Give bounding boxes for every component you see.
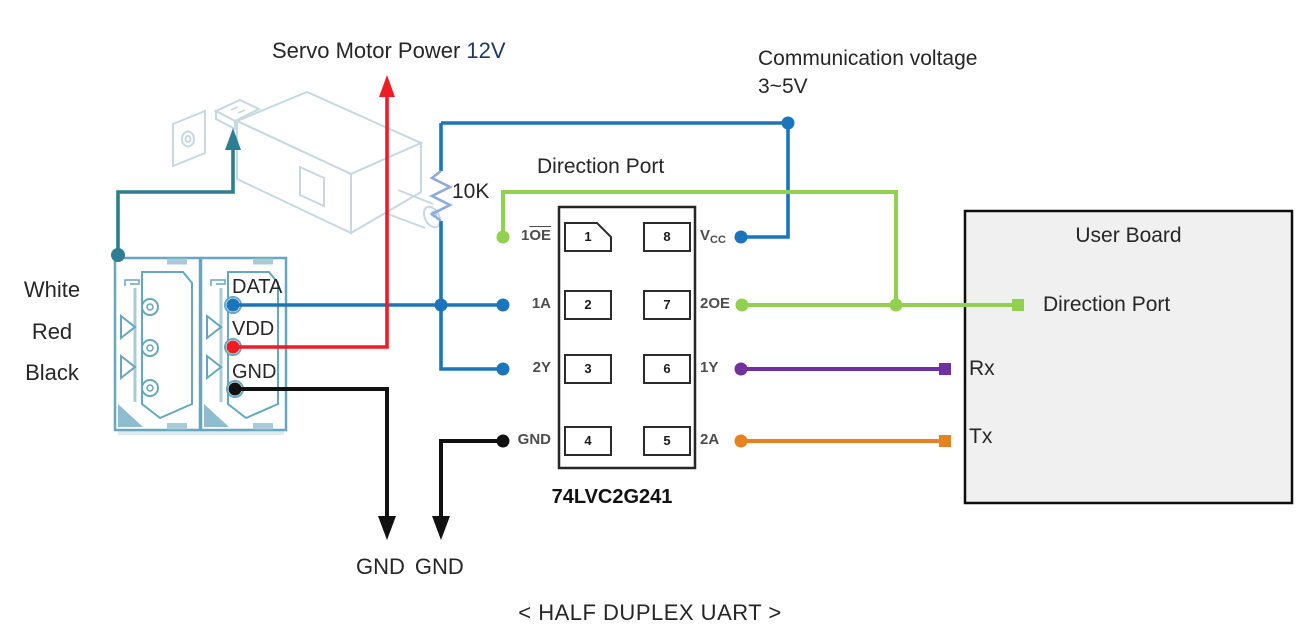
- servo-power-voltage: 12V: [466, 38, 506, 63]
- junction-dot: [735, 298, 749, 312]
- wire-color-red: Red: [31, 319, 73, 344]
- junction-dot: [496, 362, 510, 376]
- diagram-caption: < HALF DUPLEX UART >: [518, 600, 782, 625]
- pin-vcc-sub: CC: [710, 234, 726, 246]
- user-board-port-tx: Tx: [969, 425, 993, 448]
- user-board-box: [963, 209, 1294, 505]
- wire-name-data: DATA: [232, 276, 283, 298]
- chip-pin-label-2y: 2Y: [532, 359, 551, 376]
- servo-power-text: Servo Motor Power: [272, 38, 467, 63]
- gnd-arrow-right: [432, 516, 450, 540]
- data-vcc-pullup-wire: [233, 121, 790, 371]
- direction-port-wire: [501, 190, 1012, 307]
- comm-voltage-line1: Communication voltage: [758, 47, 978, 70]
- servo-power-label: Servo Motor Power 12V: [272, 38, 506, 63]
- pin-box-4: [564, 426, 612, 456]
- junction-dot: [226, 340, 240, 354]
- junction-dot: [434, 298, 448, 312]
- servo-connector-illustration: [113, 256, 288, 435]
- resistor-symbol: [429, 169, 453, 223]
- gnd-gnd-label: GND GND: [356, 554, 464, 579]
- junction-dot: [781, 116, 795, 130]
- pin-vcc-main: V: [700, 227, 711, 244]
- connector-gnd-wire: [235, 387, 389, 517]
- comm-voltage-line2: 3~5V: [758, 75, 808, 98]
- gnd-label-left: GND: [356, 554, 405, 579]
- chip-pin-label-2oe: 2OE: [700, 295, 731, 312]
- junction-dot: [734, 434, 748, 448]
- pin-1oe-prefix: 1: [520, 227, 530, 244]
- pin-number-7: 7: [663, 297, 671, 312]
- pin-box-6: [643, 354, 691, 384]
- direction-port-top-label: Direction Port: [537, 155, 665, 178]
- vdd-power-wire: [233, 96, 389, 349]
- junction-dot: [734, 362, 748, 376]
- wire-name-vdd: VDD: [232, 318, 275, 340]
- chip-pin-label-2a: 2A: [700, 431, 720, 448]
- pin-1oe-overline: OE: [529, 227, 551, 244]
- user-board-port-rx: Rx: [969, 357, 995, 380]
- servo-motor-illustration: [172, 90, 442, 235]
- wire-color-black: Black: [25, 360, 79, 385]
- pin-number-1: 1: [584, 229, 592, 244]
- junction-dot: [496, 230, 510, 244]
- comm-voltage-label: Communication voltage 3~5V: [758, 45, 977, 101]
- pin-box-2: [564, 290, 612, 320]
- chip-pin-label-1a: 1A: [531, 295, 551, 312]
- junction-dot: [496, 434, 510, 448]
- wire-name-gnd: GND: [232, 361, 277, 383]
- pin-box-7: [643, 290, 691, 320]
- pin-number-4: 4: [584, 433, 592, 448]
- terminal-square: [1012, 299, 1024, 311]
- junction-dot: [228, 382, 242, 396]
- junction-dot: [889, 298, 903, 312]
- board-terminal-squares: [939, 299, 1024, 447]
- gnd-label-right: GND: [414, 554, 464, 579]
- servo-signal-wire: [116, 149, 235, 255]
- gnd-arrow-left: [378, 516, 396, 540]
- pin-box-1: [564, 222, 612, 252]
- terminal-square: [939, 363, 951, 375]
- pin-number-6: 6: [663, 361, 671, 376]
- junction-dot: [226, 298, 240, 312]
- chip-gnd-wire: [439, 439, 503, 517]
- chip-pin-label-gnd: GND: [517, 431, 551, 448]
- junction-dots: [111, 116, 903, 448]
- servo-arrow: [225, 128, 241, 150]
- pin-number-5: 5: [663, 433, 671, 448]
- chip-pin-label-1y: 1Y: [700, 359, 719, 376]
- pin-box-8: [643, 222, 691, 252]
- terminal-square: [939, 435, 951, 447]
- chip-pin-label-vcc: VCC: [700, 227, 726, 246]
- pin-box-3: [564, 354, 612, 384]
- pin-number-8: 8: [663, 229, 671, 244]
- junction-dot: [734, 230, 748, 244]
- junction-dot: [496, 298, 510, 312]
- wire-color-white: White: [23, 277, 81, 302]
- pin-box-5: [643, 426, 691, 456]
- ic-chip-outline: [557, 205, 697, 470]
- resistor-value-label: 10K: [452, 180, 490, 203]
- chip-name-label: 74LVC2G241: [551, 486, 673, 508]
- user-board-title: User Board: [1075, 224, 1182, 247]
- junction-dot: [111, 248, 125, 262]
- user-board-port-direction: Direction Port: [1043, 293, 1171, 316]
- pin-number-3: 3: [584, 361, 592, 376]
- power-12v-arrow: [379, 75, 395, 97]
- pin-number-2: 2: [584, 297, 592, 312]
- chip-pin-label-1oe: 1OE: [459, 227, 551, 244]
